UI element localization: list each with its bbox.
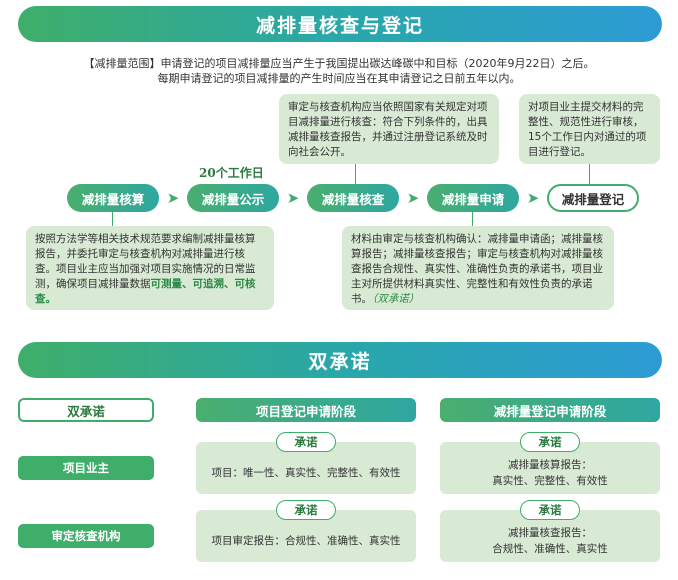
commitment-badge: 承诺: [520, 500, 580, 520]
note-apply: 材料由审定与核查机构确认：减排量申请函；减排量核算报告；减排量核查报告；审定与核…: [342, 226, 614, 310]
row-label-owner: 项目业主: [18, 456, 154, 480]
commitment-text: 真实性、完整性、有效性: [492, 475, 608, 487]
section-title: 减排量核查与登记: [255, 14, 424, 37]
commitment-text: 减排量核查报告：: [508, 527, 592, 539]
step-publicity: 减排量公示: [187, 184, 279, 212]
step-verify: 减排量核查: [307, 184, 399, 212]
commitment-text: 项目：唯一性、真实性、完整性、有效性: [211, 467, 401, 479]
column-header: 项目登记申请阶段: [196, 398, 416, 422]
row-label-verifier: 审定核查机构: [18, 524, 154, 548]
step-calc: 减排量核算: [67, 184, 159, 212]
column-header: 减排量登记申请阶段: [440, 398, 660, 422]
badge-label: 承诺: [294, 503, 318, 517]
badge-label: 承诺: [294, 435, 318, 449]
commitment-cell: 减排量核查报告： 合规性、准确性、真实性: [440, 510, 660, 562]
note-calc-emphasis: 可测量、可追溯、可核查。: [35, 278, 256, 305]
connector-line: [112, 212, 113, 226]
note-verify: 审定与核查机构应当依照国家有关规定对项目减排量进行核查：符合下列条件的，出具减排…: [279, 94, 499, 164]
note-apply-text: 材料由审定与核查机构确认：减排量申请函；减排量核算报告；减排量核查报告；审定与核…: [351, 233, 603, 305]
column-header-label: 项目登记申请阶段: [255, 403, 356, 419]
intro-text: 【减排量范围】申请登记的项目减排量应当产生于我国提出碳达峰碳中和目标（2020年…: [10, 56, 668, 86]
row-label-text: 审定核查机构: [51, 529, 121, 543]
intro-line-2: 每期申请登记的项目减排量的产生时间应当在其申请登记之日前五年以内。: [157, 72, 521, 85]
badge-label: 承诺: [538, 435, 562, 449]
connector-line: [472, 212, 473, 226]
corner-label-text: 双承诺: [67, 403, 105, 419]
badge-label: 承诺: [538, 503, 562, 517]
connector-line: [355, 164, 356, 184]
note-calc: 按照方法学等相关技术规范要求编制减排量核算报告，并委托审定与核查机构对减排量进行…: [26, 226, 274, 310]
row-label-text: 项目业主: [63, 461, 109, 475]
arrow-right-icon: ➤: [526, 189, 540, 207]
step-label: 减排量公示: [201, 191, 265, 207]
note-register: 对项目业主提交材料的完整性、规范性进行审核，15个工作日内对通过的项目进行登记。: [519, 94, 660, 164]
step-apply: 减排量申请: [427, 184, 519, 212]
commitment-badge: 承诺: [520, 432, 580, 452]
connector-line: [589, 164, 590, 184]
note-apply-emphasis: （双承诺）: [372, 293, 420, 305]
commitment-badge: 承诺: [276, 432, 336, 452]
note-calc-text: 按照方法学等相关技术规范要求编制减排量核算报告，并委托审定与核查机构对减排量进行…: [35, 233, 256, 290]
commitment-badge: 承诺: [276, 500, 336, 520]
step-label: 减排量核算: [81, 191, 145, 207]
section-title-bar: 减排量核查与登记: [18, 6, 662, 42]
step-register: 减排量登记: [547, 184, 639, 212]
arrow-right-icon: ➤: [406, 189, 420, 207]
arrow-right-icon: ➤: [166, 189, 180, 207]
commitment-text: 减排量核算报告：: [508, 459, 592, 471]
commitment-text: 合规性、准确性、真实性: [492, 543, 608, 555]
intro-line-1: 【减排量范围】申请登记的项目减排量应当产生于我国提出碳达峰碳中和目标（2020年…: [83, 57, 595, 70]
step-label: 减排量申请: [441, 191, 505, 207]
section-title-bar-2: 双承诺: [18, 342, 662, 378]
step-label: 减排量登记: [561, 191, 625, 207]
section-title-2: 双承诺: [308, 350, 372, 373]
column-header-label: 减排量登记申请阶段: [493, 403, 607, 419]
step-label: 减排量核查: [321, 191, 385, 207]
days-label: 20个工作日: [199, 166, 264, 180]
arrow-right-icon: ➤: [286, 189, 300, 207]
commitment-text: 项目审定报告：合规性、准确性、真实性: [211, 535, 401, 547]
corner-label: 双承诺: [18, 398, 154, 422]
